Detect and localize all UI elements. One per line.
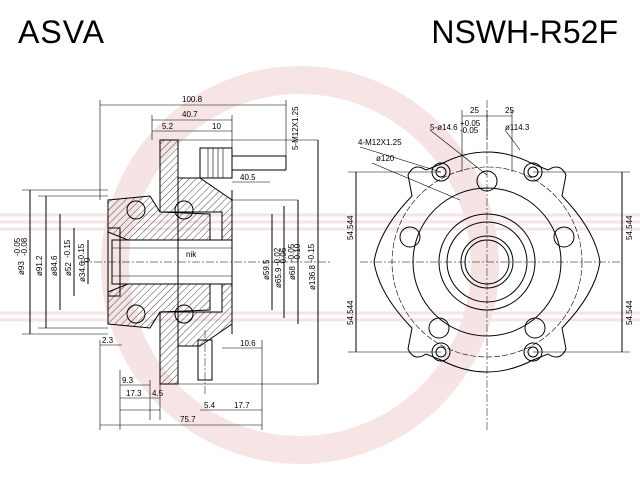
dim-holes-tol-top: +0.05 — [460, 119, 481, 128]
dim-10: 10 — [212, 122, 221, 131]
dim-d34-6-tol-top: -0.15 — [77, 243, 86, 262]
dim-10-6: 10.6 — [240, 339, 256, 348]
brand-title: ASVA — [18, 14, 105, 50]
dim-height-bot-left: 54.544 — [346, 300, 355, 325]
dim-17-3: 17.3 — [126, 389, 142, 398]
dim-d120: ø120 — [376, 154, 395, 163]
dim-holes: 5-ø14.6 — [430, 123, 458, 132]
dim-5-2: 5.2 — [162, 122, 174, 131]
dim-d68-tol-top: -0.05 — [287, 243, 296, 262]
dim-d93-tol-bot: -0.08 — [20, 237, 29, 256]
dim-25-left: 25 — [470, 106, 479, 115]
dim-d136-8-tol: -0.15 — [307, 243, 316, 262]
dim-d65-9-tol-bot: -0.06 — [279, 247, 288, 266]
dim-40-7: 40.7 — [182, 110, 198, 119]
dim-d65-9: ø65.9 — [274, 267, 283, 288]
dim-75-7: 75.7 — [180, 415, 196, 424]
label-mark: nik — [186, 250, 197, 259]
dim-d68-tol-bot: -0.10 — [293, 243, 302, 262]
dim-overall-width: 100.8 — [182, 95, 203, 104]
dim-d59-5: ø59.5 — [262, 259, 271, 280]
dim-d93: ø93 — [17, 261, 26, 275]
dim-d84-6: ø84.6 — [50, 255, 59, 276]
dim-d93-tol-top: -0.05 — [13, 237, 22, 256]
dim-height-bot-right: 54.544 — [625, 300, 634, 325]
dim-d34-6-tol-bot: 0 — [83, 257, 92, 262]
dim-pcd: ø114.3 — [505, 123, 530, 132]
side-view: nik — [22, 100, 330, 430]
dim-mount-thread: 4-M12X1.25 — [358, 138, 402, 147]
dim-25-right: 25 — [505, 106, 514, 115]
dim-d91-2: ø91.2 — [35, 255, 44, 276]
dim-d34-6: ø34.6 — [78, 261, 87, 282]
dim-height-top-left: 54.544 — [346, 215, 355, 240]
dim-2-3: 2.3 — [102, 336, 114, 345]
dim-4-5: 4.5 — [152, 389, 164, 398]
dim-holes-tol-bot: -0.05 — [460, 126, 479, 135]
dim-40-5: 40.5 — [240, 173, 256, 182]
dim-d136-8: ø136.8 — [308, 265, 317, 290]
dim-d68: ø68 — [288, 266, 297, 280]
watermark-logo — [0, 66, 640, 464]
dim-height-top-right: 54.544 — [625, 215, 634, 240]
front-view — [348, 100, 630, 430]
dim-d52: ø52 — [64, 262, 73, 276]
dim-d65-9-tol-top: -0.02 — [273, 247, 282, 266]
dim-17-7: 17.7 — [234, 401, 250, 410]
dim-d52-tol: -0.15 — [63, 239, 72, 258]
dim-9-3: 9.3 — [122, 376, 134, 385]
dim-stud-thread: 5-M12X1.25 — [291, 106, 300, 150]
dim-5-4: 5.4 — [204, 401, 216, 410]
part-number: NSWH-R52F — [431, 14, 618, 50]
